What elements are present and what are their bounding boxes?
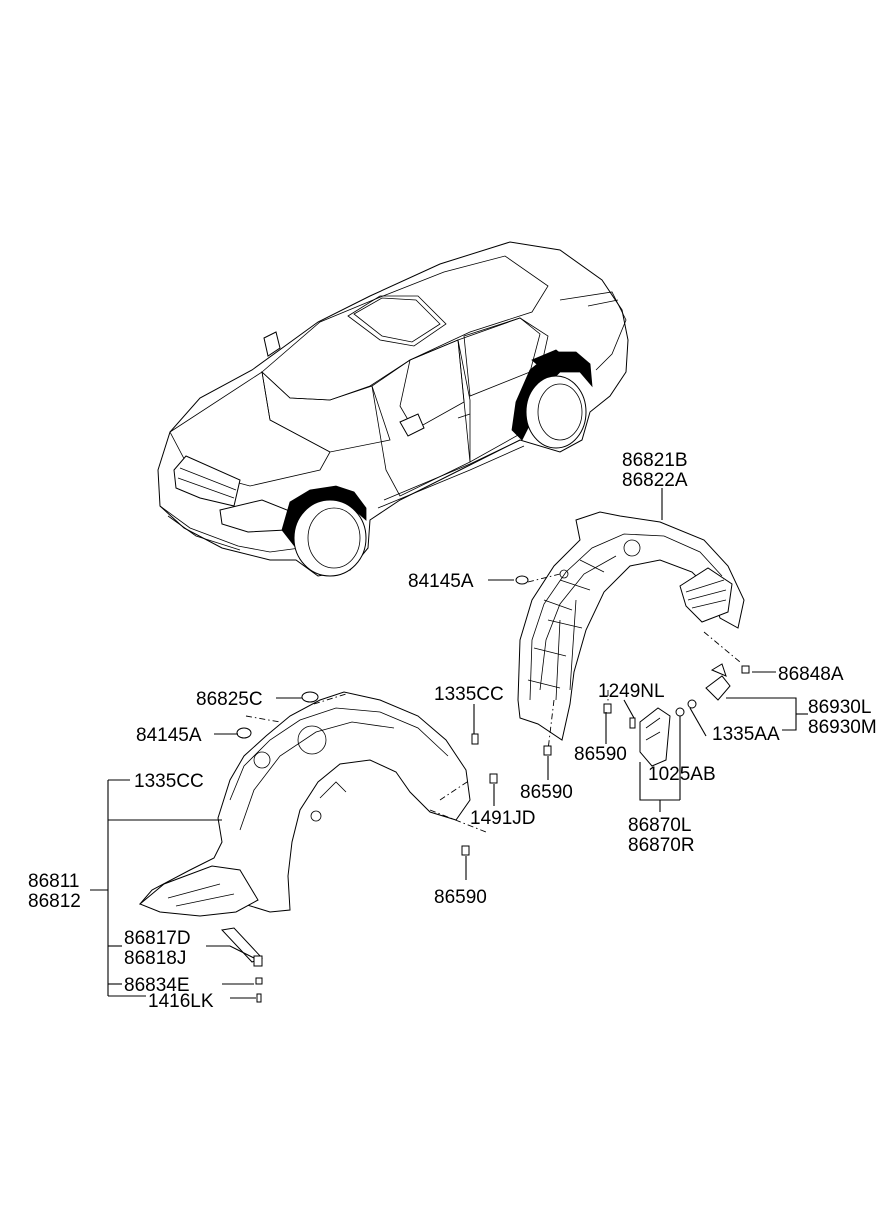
label-86590-front: 86590 — [434, 887, 487, 908]
leader-lines — [90, 488, 808, 999]
label-86834e: 86834E — [124, 975, 190, 996]
label-1491jd: 1491JD — [470, 808, 536, 829]
label-1335aa: 1335AA — [712, 724, 780, 745]
label-86590-mid: 86590 — [574, 744, 627, 765]
label-86825c: 86825C — [196, 689, 263, 710]
label-1416lk: 1416LK — [148, 991, 214, 1012]
front-bracket — [220, 927, 263, 967]
label-86848a: 86848A — [778, 664, 844, 685]
part-labels: 86821B 86822A 84145A 86848A 1249NL 86930… — [28, 450, 877, 1012]
label-86811: 86811 — [28, 871, 79, 892]
label-1335cc-left: 1335CC — [134, 771, 204, 792]
label-86930l: 86930L — [808, 697, 871, 718]
label-86930m: 86930M — [808, 717, 877, 738]
rear-wheel-guard — [517, 511, 745, 751]
front-wheel-guard — [138, 691, 487, 917]
label-84145a-right: 84145A — [408, 571, 474, 592]
label-86870l: 86870L — [628, 815, 691, 836]
label-86870r: 86870R — [628, 835, 695, 856]
label-86590-low: 86590 — [520, 782, 573, 803]
label-86821b: 86821B — [622, 450, 688, 471]
label-86812: 86812 — [28, 891, 81, 912]
label-1025ab: 1025AB — [648, 764, 716, 785]
hardware — [236, 575, 750, 1003]
label-86817d: 86817D — [124, 928, 191, 949]
vehicle-illustration — [157, 241, 629, 577]
mud-guard — [639, 663, 731, 767]
label-86818j: 86818J — [124, 948, 186, 969]
label-1335cc-top: 1335CC — [434, 684, 504, 705]
label-86822a: 86822A — [622, 470, 688, 491]
label-1249nl: 1249NL — [598, 681, 665, 702]
label-84145a-left: 84145A — [136, 725, 202, 746]
